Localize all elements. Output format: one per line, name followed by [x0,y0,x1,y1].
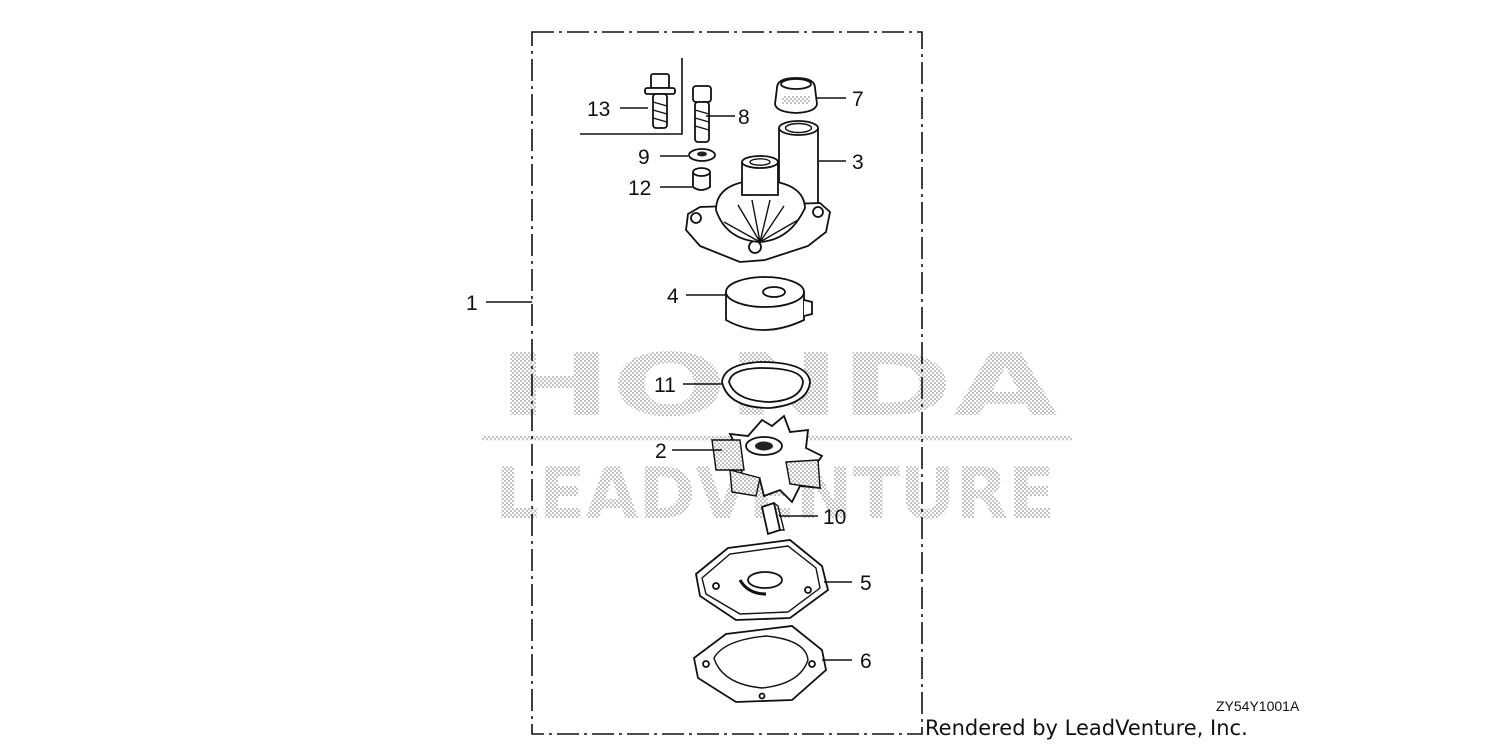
assembly-boundary [531,31,923,735]
impeller-2[interactable] [711,414,824,504]
impeller-housing-4[interactable] [725,276,813,331]
callout-12[interactable]: 12 [628,177,651,200]
leader-lines [486,97,852,661]
credit-text: Rendered by LeadVenture, Inc. [925,716,1248,740]
callout-1[interactable]: 1 [466,292,478,315]
bolt-8[interactable] [692,85,712,143]
callout-7[interactable]: 7 [852,88,864,111]
callout-2[interactable]: 2 [655,440,667,463]
pump-housing-3[interactable] [685,120,831,263]
diagram-code: ZY54Y1001A [1216,698,1300,714]
callout-13[interactable]: 13 [587,98,610,121]
callout-8[interactable]: 8 [738,106,750,129]
wear-plate-5[interactable] [695,539,830,621]
callout-10[interactable]: 10 [823,506,846,529]
collar-12[interactable] [692,167,711,191]
callouts: 13 8 7 9 3 12 1 4 11 2 10 5 6 [466,88,872,673]
callout-6[interactable]: 6 [860,650,872,673]
grommet-7[interactable] [774,77,818,114]
callout-3[interactable]: 3 [852,151,864,174]
flange-bolt-13[interactable] [644,73,676,129]
gasket-11[interactable] [721,361,811,409]
washer-9[interactable] [688,148,716,162]
callout-5[interactable]: 5 [860,572,872,595]
key-10[interactable] [760,501,785,536]
callout-11[interactable]: 11 [654,374,676,397]
callout-9[interactable]: 9 [638,146,650,169]
callout-4[interactable]: 4 [667,285,679,308]
gasket-plate-6[interactable] [693,625,827,703]
bolt-inset-bracket [580,58,683,135]
